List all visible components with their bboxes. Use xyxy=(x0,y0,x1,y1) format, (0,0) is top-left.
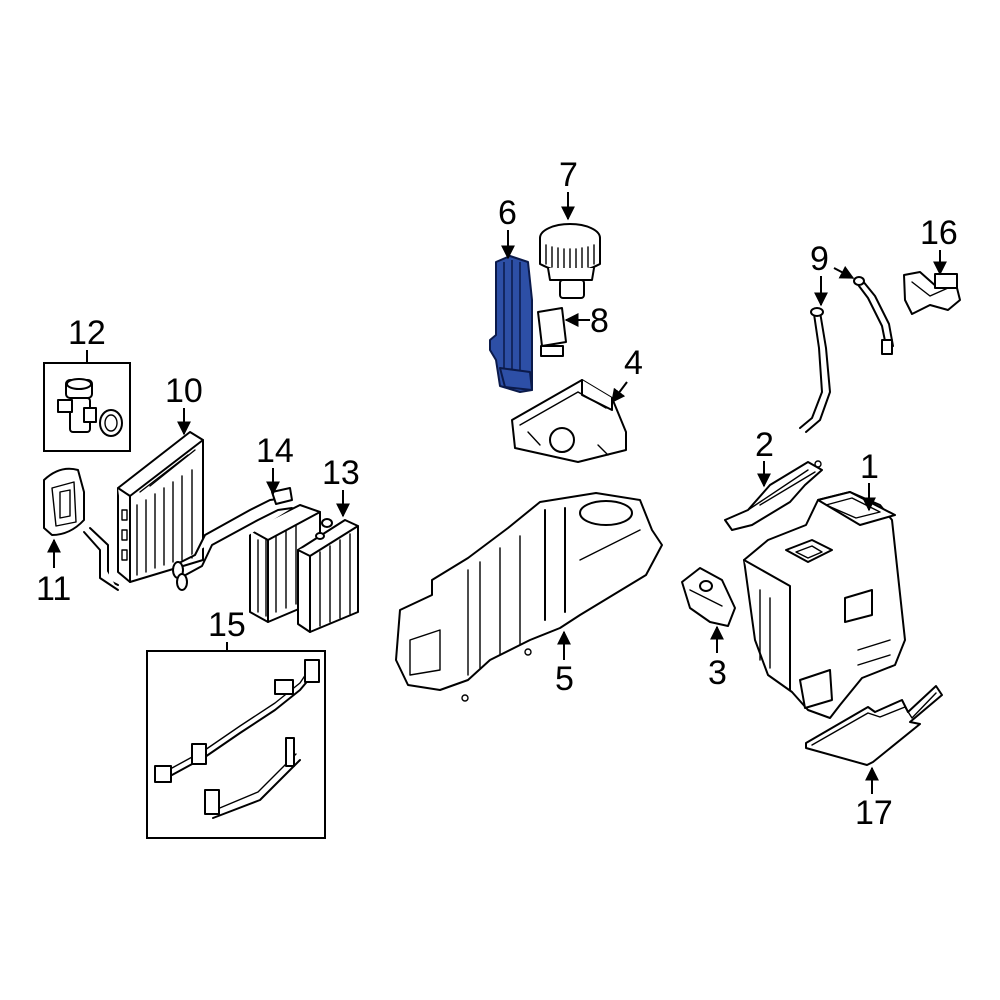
part-1-hvac-case[interactable] xyxy=(743,491,906,719)
callout-8: 8 xyxy=(564,302,609,340)
callout-7-label: 7 xyxy=(559,156,578,194)
callout-10-label: 10 xyxy=(165,372,203,410)
part-9-drain-hoses[interactable] xyxy=(799,276,894,433)
callout-14-label: 14 xyxy=(256,432,294,470)
callout-1: 1 xyxy=(860,448,879,512)
callout-5-label: 5 xyxy=(555,660,574,698)
part-7-blower-motor[interactable] xyxy=(539,223,601,299)
part-6-blower-duct[interactable] xyxy=(489,255,533,393)
callout-17: 17 xyxy=(855,766,893,832)
callout-7: 7 xyxy=(559,156,578,221)
callout-4-label: 4 xyxy=(624,344,643,382)
part-11-seal[interactable] xyxy=(43,467,85,536)
part-13-filter[interactable] xyxy=(297,518,359,633)
callout-3: 3 xyxy=(708,625,727,692)
callout-13: 13 xyxy=(322,454,360,518)
callout-15: 15 xyxy=(208,606,246,651)
callout-12: 12 xyxy=(68,314,106,363)
callout-6-label: 6 xyxy=(498,194,517,232)
callout-9-label: 9 xyxy=(810,240,829,278)
callout-5: 5 xyxy=(555,630,574,698)
callout-8-label: 8 xyxy=(590,302,609,340)
callout-2-label: 2 xyxy=(755,426,774,464)
callout-3-label: 3 xyxy=(708,654,727,692)
part-3-actuator[interactable] xyxy=(681,567,736,627)
callout-16: 16 xyxy=(920,214,958,276)
part-8-resistor[interactable] xyxy=(537,307,567,357)
callout-2: 2 xyxy=(755,426,774,488)
callout-13-label: 13 xyxy=(322,454,360,492)
callout-6: 6 xyxy=(498,194,517,260)
callout-17-label: 17 xyxy=(855,794,893,832)
callout-16-label: 16 xyxy=(920,214,958,252)
callout-4: 4 xyxy=(611,344,643,404)
callout-15-label: 15 xyxy=(208,606,246,644)
part-17-gasket[interactable] xyxy=(805,685,943,766)
part-16-connector[interactable] xyxy=(903,271,961,315)
callout-14: 14 xyxy=(256,432,294,496)
callout-9: 9 xyxy=(810,240,855,307)
part-4-filter-housing[interactable] xyxy=(511,379,627,463)
callout-11-label: 11 xyxy=(36,570,71,608)
part-15-wiring-harness[interactable] xyxy=(146,650,326,839)
part-2-bracket[interactable] xyxy=(724,460,823,531)
callout-11: 11 xyxy=(36,538,71,608)
part-12-expansion-valve[interactable] xyxy=(43,362,131,452)
callout-10: 10 xyxy=(165,372,203,436)
callout-12-label: 12 xyxy=(68,314,106,352)
callout-1-label: 1 xyxy=(860,448,879,486)
part-10-evaporator-core[interactable] xyxy=(83,431,204,591)
part-5-lower-housing[interactable] xyxy=(395,492,663,702)
